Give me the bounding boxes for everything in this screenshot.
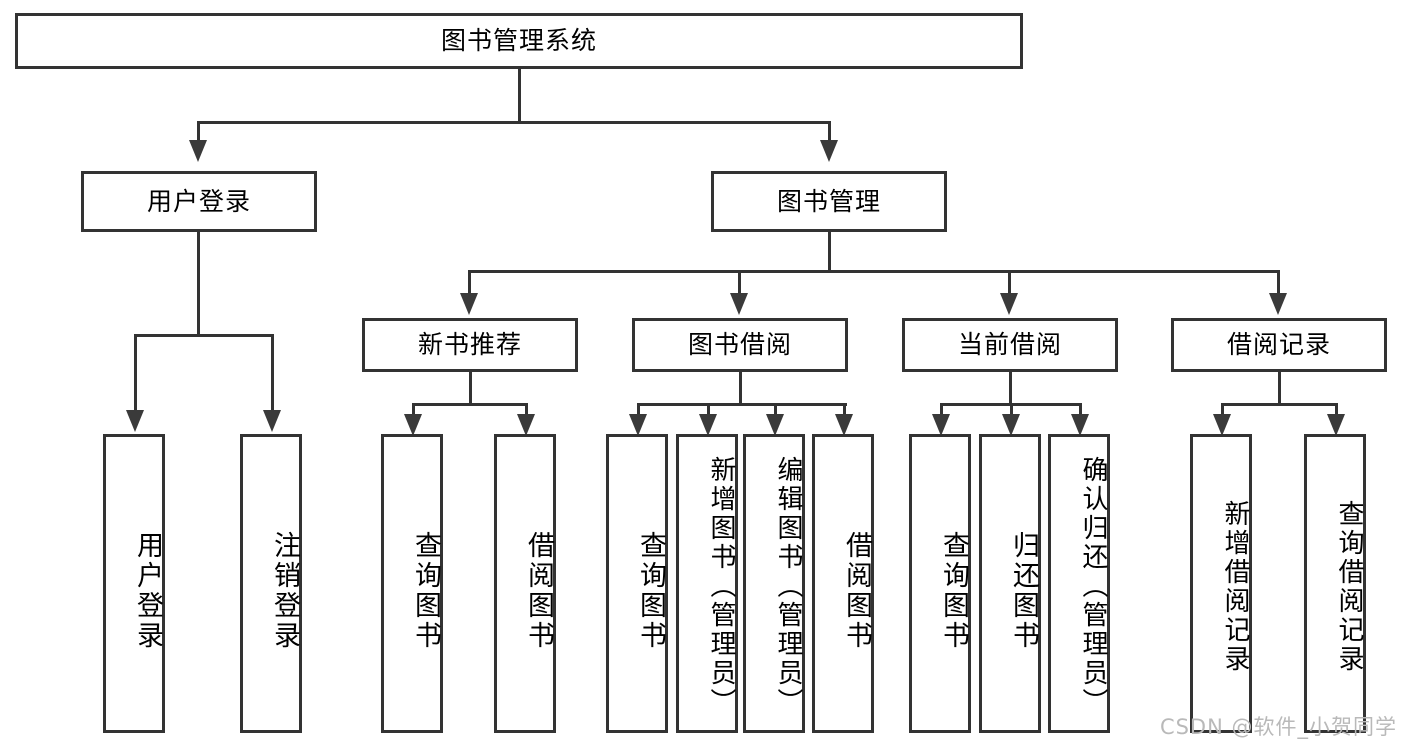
arrow-book-borrow-to-leaf-3	[835, 414, 853, 436]
connector-to-borrow-record	[1277, 270, 1280, 296]
node-book-borrow[interactable]: 图书借阅	[632, 318, 848, 372]
arrow-book-borrow-to-leaf-2	[766, 414, 784, 436]
arrow-to-current-borrow	[1000, 293, 1018, 315]
leaf-new-book-borrow[interactable]: 借阅图书	[494, 434, 556, 733]
connector-book-borrow-stem	[739, 372, 742, 406]
node-label: 新书推荐	[417, 330, 522, 359]
node-label: 图书管理系统	[440, 26, 597, 55]
arrow-book-borrow-to-leaf-1	[699, 414, 717, 436]
leaf-book-borrow-add[interactable]: 新增图书（管理员）	[676, 434, 738, 733]
connector-level3-bar	[468, 270, 1280, 273]
connector-book-borrow-bar	[637, 403, 847, 406]
leaf-user-login-logout[interactable]: 注销登录	[240, 434, 302, 733]
connector-user-login-to-leaf-0	[134, 334, 137, 414]
arrow-current-borrow-to-leaf-0	[932, 414, 950, 436]
node-label: 注销登录	[269, 530, 300, 651]
connector-current-borrow-stem	[1009, 372, 1012, 406]
arrow-borrow-record-to-leaf-0	[1213, 414, 1231, 436]
node-borrow-record[interactable]: 借阅记录	[1171, 318, 1387, 372]
leaf-user-login-login[interactable]: 用户登录	[103, 434, 165, 733]
leaf-book-borrow-edit[interactable]: 编辑图书（管理员）	[743, 434, 805, 733]
leaf-current-borrow-query[interactable]: 查询图书	[909, 434, 971, 733]
connector-current-borrow-to-leaf-0	[940, 403, 943, 419]
arrow-user-login-to-leaf-1	[263, 410, 281, 432]
connector-user-login-bar	[134, 334, 274, 337]
node-label: 确认归还（管理员）	[1078, 456, 1108, 717]
node-label: 借阅图书	[523, 530, 554, 651]
connector-root-to-user-login	[197, 121, 200, 143]
connector-book-borrow-to-leaf-1	[707, 403, 710, 419]
arrow-new-book-to-leaf-0	[404, 414, 422, 436]
connector-borrow-record-stem	[1278, 372, 1281, 406]
node-current-borrow[interactable]: 当前借阅	[902, 318, 1118, 372]
connector-to-new-book	[468, 270, 471, 296]
node-label: 新增图书（管理员）	[706, 456, 736, 717]
leaf-current-borrow-return[interactable]: 归还图书	[979, 434, 1041, 733]
connector-new-book-bar	[412, 403, 528, 406]
node-label: 当前借阅	[957, 330, 1062, 359]
node-label: 查询图书	[938, 530, 969, 651]
leaf-book-borrow-borrow[interactable]: 借阅图书	[812, 434, 874, 733]
node-label: 编辑图书（管理员）	[773, 456, 803, 717]
connector-to-current-borrow	[1008, 270, 1011, 296]
connector-borrow-record-bar	[1221, 403, 1338, 406]
connector-book-borrow-to-leaf-0	[637, 403, 640, 419]
arrow-current-borrow-to-leaf-2	[1071, 414, 1089, 436]
node-user-login[interactable]: 用户登录	[81, 171, 317, 232]
arrow-to-new-book	[460, 293, 478, 315]
leaf-book-borrow-query[interactable]: 查询图书	[606, 434, 668, 733]
connector-borrow-record-to-leaf-0	[1221, 403, 1224, 419]
arrow-new-book-to-leaf-1	[517, 414, 535, 436]
node-book-management[interactable]: 图书管理	[711, 171, 947, 232]
connector-to-book-borrow	[738, 270, 741, 296]
arrow-book-borrow-to-leaf-0	[629, 414, 647, 436]
connector-book-borrow-to-leaf-2	[774, 403, 777, 419]
connector-borrow-record-to-leaf-1	[1335, 403, 1338, 419]
arrow-to-borrow-record	[1269, 293, 1287, 315]
node-root-system[interactable]: 图书管理系统	[15, 13, 1023, 69]
connector-new-book-stem	[469, 372, 472, 406]
connector-book-borrow-to-leaf-3	[843, 403, 846, 419]
node-label: 查询图书	[635, 530, 666, 651]
connector-root-to-book-manage	[828, 121, 831, 143]
arrow-root-to-user-login	[189, 140, 207, 162]
leaf-new-book-query[interactable]: 查询图书	[381, 434, 443, 733]
connector-user-login-to-leaf-1	[271, 334, 274, 414]
leaf-borrow-record-query[interactable]: 查询借阅记录	[1304, 434, 1366, 733]
connector-root-bar	[197, 121, 831, 124]
connector-user-login-stem	[197, 232, 200, 336]
arrow-current-borrow-to-leaf-1	[1002, 414, 1020, 436]
connector-new-book-to-leaf-0	[412, 403, 415, 419]
arrow-to-book-borrow	[730, 293, 748, 315]
node-new-book-recommend[interactable]: 新书推荐	[362, 318, 578, 372]
arrow-borrow-record-to-leaf-1	[1327, 414, 1345, 436]
arrow-root-to-book-manage	[820, 140, 838, 162]
connector-root-stem	[518, 69, 521, 121]
arrow-user-login-to-leaf-0	[126, 410, 144, 432]
node-label: 借阅记录	[1226, 330, 1331, 359]
node-label: 借阅图书	[841, 530, 872, 651]
connector-book-management-stem	[828, 232, 831, 272]
csdn-watermark: CSDN @软件_小贺同学	[1159, 715, 1397, 739]
node-label: 查询图书	[410, 530, 441, 651]
node-label: 图书借阅	[687, 330, 792, 359]
node-label: 用户登录	[132, 530, 163, 651]
leaf-current-borrow-confirm-return[interactable]: 确认归还（管理员）	[1048, 434, 1110, 733]
connector-current-borrow-to-leaf-1	[1010, 403, 1013, 419]
node-label: 图书管理	[776, 186, 881, 216]
node-label: 归还图书	[1008, 530, 1039, 651]
node-label: 查询借阅记录	[1334, 499, 1364, 674]
leaf-borrow-record-add[interactable]: 新增借阅记录	[1190, 434, 1252, 733]
node-label: 用户登录	[146, 186, 251, 216]
node-label: 新增借阅记录	[1220, 499, 1250, 674]
connector-new-book-to-leaf-1	[525, 403, 528, 419]
connector-current-borrow-to-leaf-2	[1079, 403, 1082, 419]
